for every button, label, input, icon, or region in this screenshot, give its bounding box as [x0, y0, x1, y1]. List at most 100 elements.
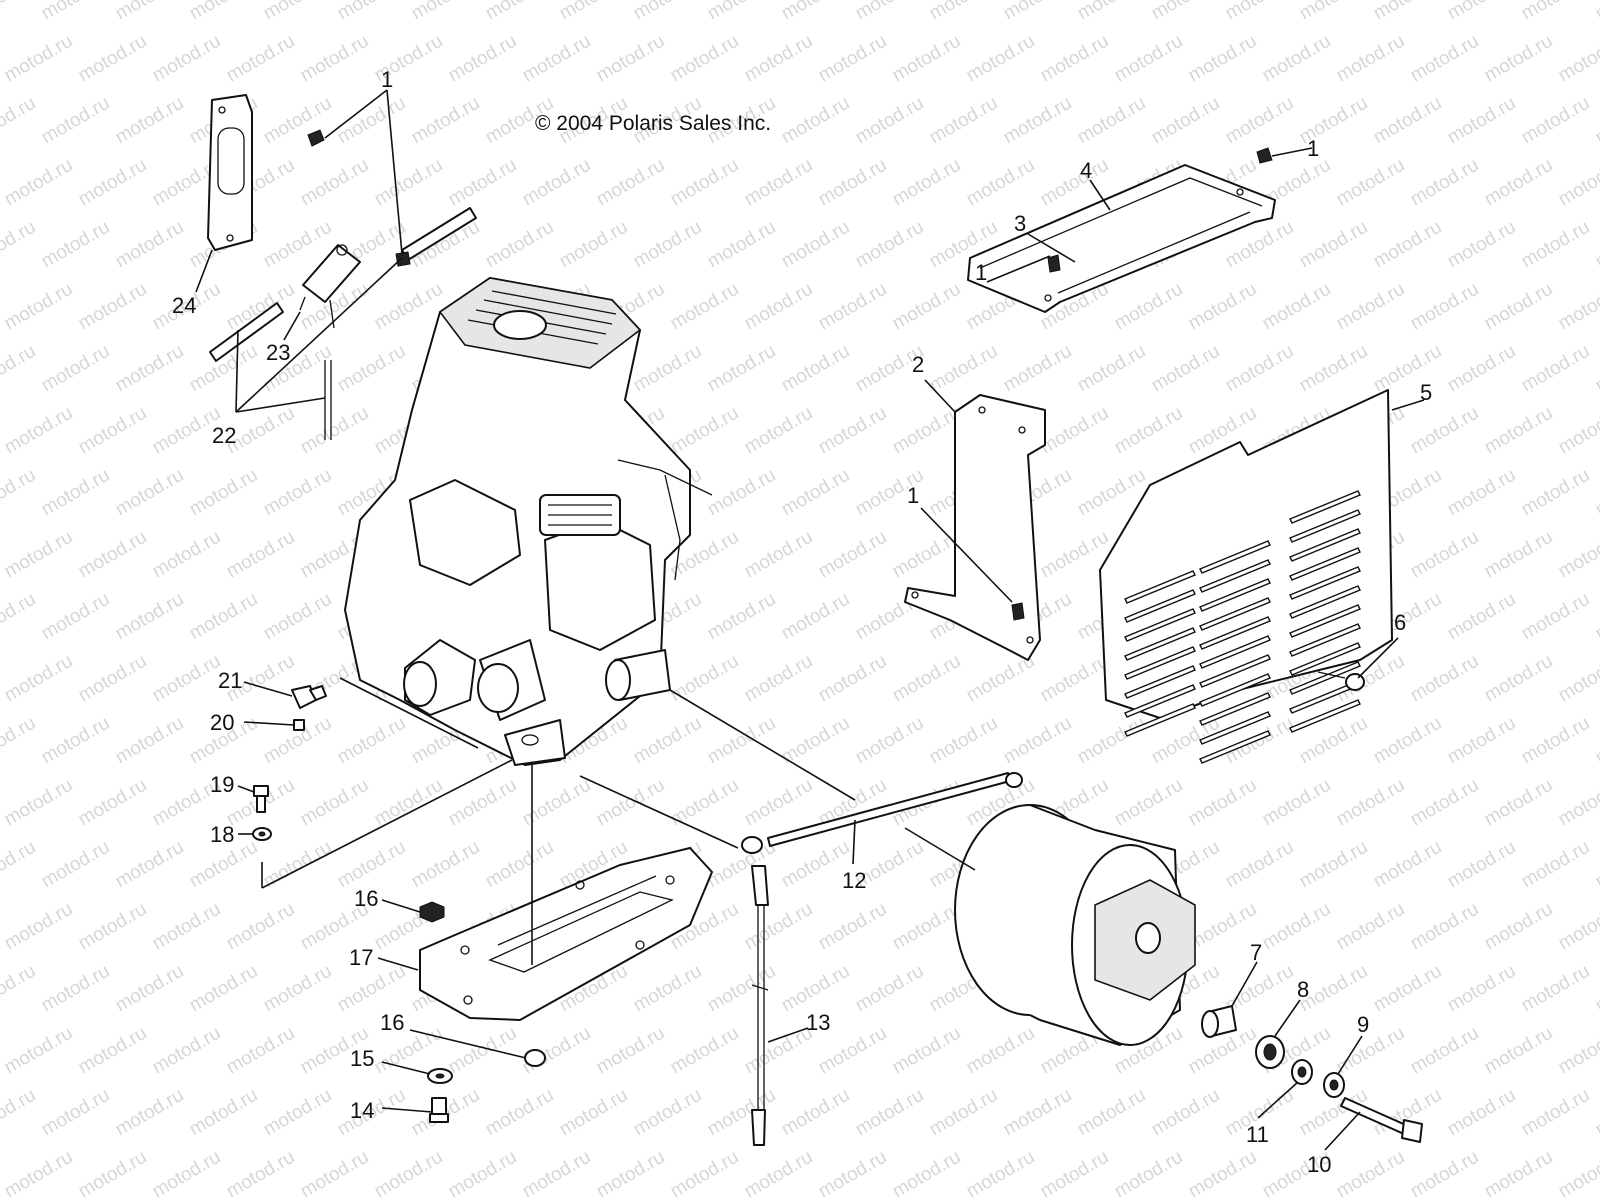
watermark-text: motod.ru [408, 93, 483, 149]
watermark-text: motod.ru [149, 31, 224, 87]
watermark-text: motod.ru [1444, 217, 1519, 273]
watermark-text: motod.ru [1333, 31, 1408, 87]
watermark-text: motod.ru [1, 155, 76, 211]
watermark-text: motod.ru [1555, 775, 1600, 831]
watermark-text: motod.ru [593, 1147, 668, 1200]
watermark-text: motod.ru [704, 341, 779, 397]
watermark-text: motod.ru [667, 155, 742, 211]
watermark-text: motod.ru [815, 1147, 890, 1200]
watermark-text: motod.ru [445, 31, 520, 87]
callout-24: 24 [172, 293, 196, 318]
watermark-text: motod.ru [1444, 465, 1519, 521]
grille-slot [1289, 623, 1361, 657]
watermark-text: motod.ru [75, 1147, 150, 1200]
watermark-text: motod.ru [1370, 0, 1445, 24]
leader-lines [195, 89, 1425, 1151]
watermark-text: motod.ru [1111, 403, 1186, 459]
watermark-text: motod.ru [704, 217, 779, 273]
watermark-text: motod.ru [1555, 279, 1600, 335]
watermark-text: motod.ru [519, 31, 594, 87]
part-7-drive-clutch [954, 804, 1196, 1046]
watermark-text: motod.ru [1222, 341, 1297, 397]
watermark-text: motod.ru [852, 1085, 927, 1141]
watermark-text: motod.ru [1259, 775, 1334, 831]
watermark-text: motod.ru [593, 775, 668, 831]
watermark-text: motod.ru [1407, 31, 1482, 87]
watermark-text: motod.ru [852, 217, 927, 273]
watermark-text: motod.ru [1481, 31, 1556, 87]
watermark-text: motod.ru [186, 589, 261, 645]
watermark-text: motod.ru [1444, 589, 1519, 645]
watermark-text: motod.ru [0, 217, 39, 273]
watermark-text: motod.ru [1333, 775, 1408, 831]
part-10-bolt [1340, 1097, 1423, 1143]
grille-slot [1199, 711, 1271, 745]
watermark-text: motod.ru [1185, 279, 1260, 335]
watermark-text: motod.ru [1407, 899, 1482, 955]
watermark-text: motod.ru [667, 775, 742, 831]
callout-13: 13 [806, 1010, 830, 1035]
watermark-text: motod.ru [630, 0, 705, 24]
watermark-text: motod.ru [1074, 0, 1149, 24]
watermark-text: motod.ru [1481, 279, 1556, 335]
watermark-text: motod.ru [1000, 0, 1075, 24]
part-16-nut [419, 901, 546, 1067]
watermark-text: motod.ru [334, 0, 409, 24]
watermark-text: motod.ru [1444, 713, 1519, 769]
watermark-text: motod.ru [1296, 837, 1371, 893]
watermark-text: motod.ru [1444, 1085, 1519, 1141]
callout-19: 19 [210, 772, 234, 797]
watermark-text: motod.ru [1481, 651, 1556, 707]
part-7-spacer [1201, 1005, 1237, 1038]
watermark-text: motod.ru [445, 1147, 520, 1200]
part-5-grille-panel [1099, 389, 1393, 764]
watermark-text: motod.ru [852, 961, 927, 1017]
watermark-text: motod.ru [186, 465, 261, 521]
engine-assembly [344, 277, 713, 766]
watermark-text: motod.ru [1296, 217, 1371, 273]
watermark-text: motod.ru [1592, 93, 1600, 149]
watermark-text: motod.ru [889, 279, 964, 335]
grille-slot [1199, 597, 1271, 631]
watermark-text: motod.ru [778, 93, 853, 149]
callout-17: 17 [349, 945, 373, 970]
watermark-text: motod.ru [1, 899, 76, 955]
watermark-text: motod.ru [186, 0, 261, 24]
watermark-text: motod.ru [445, 1023, 520, 1079]
watermark-text: motod.ru [556, 1085, 631, 1141]
grille-slot [1199, 730, 1271, 764]
watermark-text: motod.ru [593, 31, 668, 87]
watermark-text: motod.ru [1444, 93, 1519, 149]
grille-slot [1289, 490, 1361, 524]
callout-4: 4 [1080, 158, 1092, 183]
watermark-text: motod.ru [889, 1023, 964, 1079]
grille-slot [1199, 540, 1271, 574]
part-23-vent-fitting [299, 244, 361, 329]
watermark-text: motod.ru [1370, 217, 1445, 273]
watermark-text: motod.ru [1481, 403, 1556, 459]
grille-slot [1124, 646, 1196, 680]
watermark-text: motod.ru [297, 775, 372, 831]
watermark-text: motod.ru [963, 31, 1038, 87]
watermark-text: motod.ru [1111, 775, 1186, 831]
part-24-gasket-plate [207, 94, 253, 251]
watermark-text: motod.ru [1185, 31, 1260, 87]
watermark-text: motod.ru [889, 155, 964, 211]
watermark-text: motod.ru [1296, 0, 1371, 24]
watermark-text: motod.ru [704, 713, 779, 769]
watermark-text: motod.ru [704, 589, 779, 645]
watermark-text: motod.ru [1592, 837, 1600, 893]
watermark-text: motod.ru [297, 31, 372, 87]
watermark-text: motod.ru [926, 341, 1001, 397]
watermark-text: motod.ru [1074, 1085, 1149, 1141]
watermark-text: motod.ru [926, 93, 1001, 149]
watermark-text: motod.ru [926, 1085, 1001, 1141]
watermark-text: motod.ru [1000, 93, 1075, 149]
watermark-text: motod.ru [0, 961, 39, 1017]
watermark-text: motod.ru [852, 0, 927, 24]
watermark-text: motod.ru [778, 589, 853, 645]
watermark-text: motod.ru [1370, 837, 1445, 893]
watermark-text: motod.ru [1518, 465, 1593, 521]
watermark-text: motod.ru [1074, 341, 1149, 397]
watermark-text: motod.ru [963, 1023, 1038, 1079]
